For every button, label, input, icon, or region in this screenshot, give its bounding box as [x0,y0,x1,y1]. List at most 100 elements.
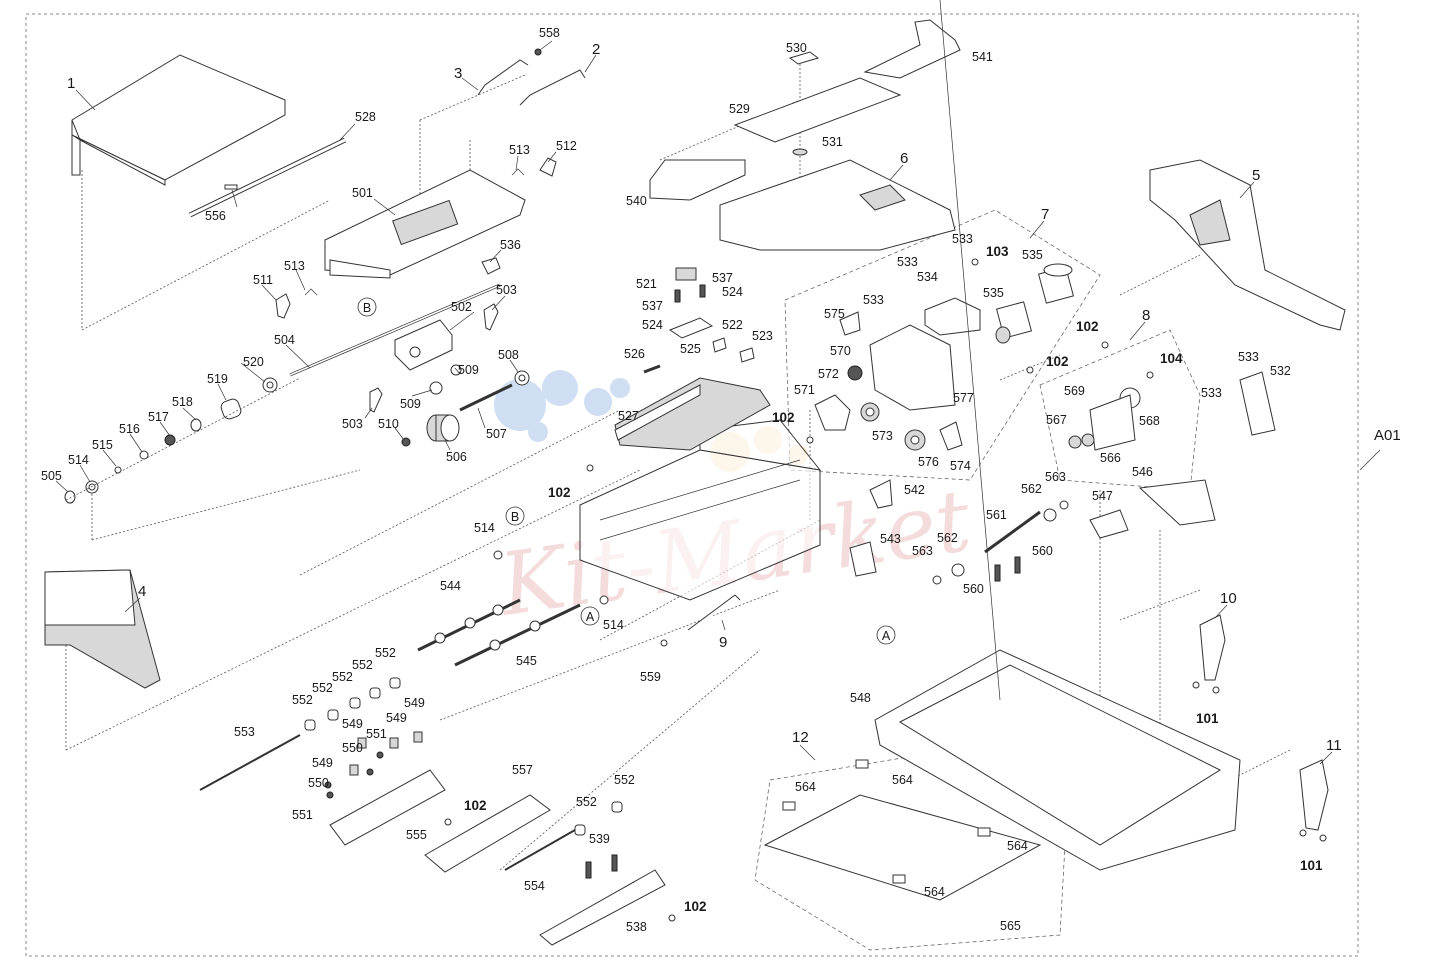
svg-text:560: 560 [963,582,984,596]
part-529-plate [733,77,902,143]
part-539-spring [585,861,592,879]
svg-text:B: B [511,510,519,524]
part-513-spring [511,168,525,176]
svg-text:552: 552 [352,658,373,672]
svg-text:528: 528 [355,110,376,124]
label-102a: 102 [548,485,571,500]
svg-text:522: 522 [722,318,743,332]
label-102e: 102 [464,798,487,813]
part-523-pad [739,347,755,363]
svg-text:557: 557 [512,763,533,777]
part-556-pin [224,184,238,190]
part-501-frame [324,169,526,279]
svg-text:B: B [363,301,371,315]
label-12: 12 [792,729,809,746]
part-552-bushings [304,677,623,836]
svg-text:572: 572 [818,367,839,381]
svg-text:519: 519 [207,372,228,386]
svg-text:533: 533 [1201,386,1222,400]
label-104: 104 [1160,351,1183,366]
svg-text:552: 552 [332,670,353,684]
svg-text:537: 537 [642,299,663,313]
svg-text:549: 549 [342,717,363,731]
part-561-shaft [984,510,1041,554]
svg-text:514: 514 [603,618,624,632]
part-563-washer [1059,500,1069,510]
label-101a: 101 [1196,711,1219,726]
svg-text:512: 512 [556,139,577,153]
part-1-top-cover [71,54,286,186]
svg-text:570: 570 [830,344,851,358]
svg-text:513: 513 [509,143,530,157]
svg-text:569: 569 [1064,384,1085,398]
svg-text:524: 524 [722,285,743,299]
label-102c: 102 [1076,319,1099,334]
part-534-bracket [924,297,981,336]
svg-text:533: 533 [863,293,884,307]
part-2-lever [519,69,586,106]
label-3: 3 [454,65,462,82]
part-530-sheet [788,51,820,65]
svg-text:503: 503 [496,283,517,297]
svg-text:547: 547 [1092,489,1113,503]
part-572-gear [847,365,863,381]
ref-marker-a-right: A [876,625,896,645]
svg-text:568: 568 [1139,414,1160,428]
svg-text:563: 563 [1045,470,1066,484]
svg-text:518: 518 [172,395,193,409]
svg-text:507: 507 [486,427,507,441]
svg-text:524: 524 [642,318,663,332]
part-538-guide [539,869,666,946]
svg-text:577: 577 [953,391,974,405]
svg-text:530: 530 [786,41,807,55]
svg-text:564: 564 [892,773,913,787]
svg-text:532: 532 [1270,364,1291,378]
svg-text:503: 503 [342,417,363,431]
svg-text:565: 565 [1000,919,1021,933]
svg-text:516: 516 [119,422,140,436]
part-543-pad [849,541,877,577]
svg-text:502: 502 [451,300,472,314]
part-4-side-cover [44,569,161,689]
part-535-motor-a [1037,263,1075,304]
part-546-tray-guide [1138,479,1216,526]
part-548-base-tray [874,0,1241,871]
svg-text:562: 562 [1021,482,1042,496]
screws [444,258,1327,922]
label-9: 9 [719,634,727,651]
label-101b: 101 [1300,858,1323,873]
part-11-sensor [1299,759,1329,831]
svg-text:537: 537 [712,271,733,285]
svg-text:514: 514 [474,521,495,535]
svg-text:574: 574 [950,459,971,473]
svg-text:505: 505 [41,469,62,483]
part-575-lever [839,311,861,336]
part-524-bracket [668,317,714,339]
svg-text:567: 567 [1046,413,1067,427]
svg-text:527: 527 [618,409,639,423]
svg-text:549: 549 [312,756,333,770]
part-542-guide [869,479,893,509]
svg-text:508: 508 [498,348,519,362]
part-569-bracket [1089,394,1136,451]
part-555-guide [329,769,446,846]
svg-text:510: 510 [378,417,399,431]
svg-text:552: 552 [292,693,313,707]
svg-text:564: 564 [1007,839,1028,853]
svg-text:536: 536 [500,238,521,252]
part-547-pad [1089,509,1129,539]
part-557-guide [424,794,551,873]
label-8: 8 [1142,307,1150,324]
part-labels: 1 2 3 4 5 6 7 8 9 10 11 12 A01 102 102 1… [41,26,1401,934]
svg-text:560: 560 [1032,544,1053,558]
part-567-gear [1068,435,1082,449]
svg-text:549: 549 [404,696,425,710]
svg-text:552: 552 [375,646,396,660]
svg-text:506: 506 [446,450,467,464]
svg-text:514: 514 [68,453,89,467]
part-558-screw [534,48,542,56]
part-6-upper-tray [719,159,956,251]
svg-text:559: 559 [640,670,661,684]
part-527-guide [614,377,771,451]
label-1: 1 [67,75,75,92]
